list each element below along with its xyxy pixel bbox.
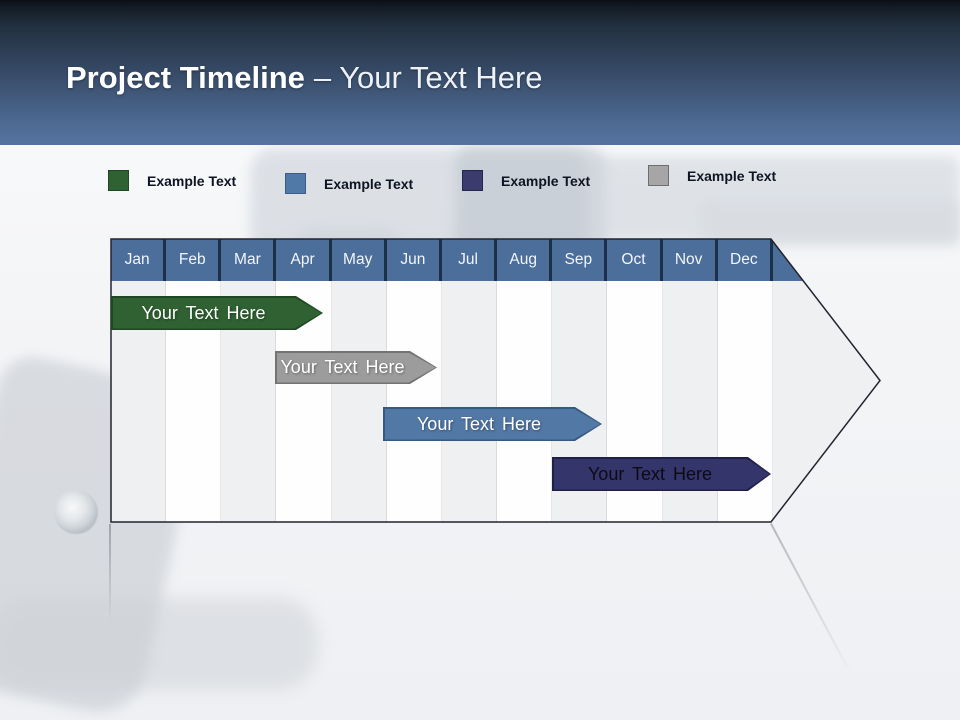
month-cell-jan[interactable]: Jan [111,239,167,281]
column-jan [111,281,167,522]
bar-label: Your Text Here [280,357,405,377]
timeline-bar-1[interactable]: Your Text Here [111,296,323,330]
month-cell-oct[interactable]: Oct [607,239,663,281]
timeline-arrow-body: Jan Feb Mar Apr May Jun Jul Aug Sep Oct … [111,239,880,522]
bar-arrow-fill [277,353,436,383]
legend-label: Example Text [147,172,237,189]
month-cell-jun[interactable]: Jun [387,239,442,281]
month-cell-aug[interactable]: Aug [497,239,553,281]
bar-arrow-fill [113,298,322,329]
month-cell-may[interactable]: May [332,239,387,281]
column-may [332,281,387,522]
timeline-bar-3[interactable]: Your Text Here [383,407,602,441]
legend-label: Example Text [501,172,591,189]
month-cell-nov[interactable]: Nov [663,239,718,281]
title-secondary: – Your Text Here [313,60,543,95]
title-primary: Project Timeline [66,60,305,95]
column-sep [552,281,608,522]
month-cell-mar[interactable]: Mar [221,239,277,281]
photo-grip-base-shape [0,598,318,690]
legend-swatch-gray [648,165,669,186]
bar-arrow-fill [385,409,601,440]
reflection-arrow-edge [770,523,853,676]
month-cell-sep[interactable]: Sep [552,239,608,281]
column-jul [442,281,498,522]
photo-screw-shape [54,490,98,534]
month-cell-dec[interactable]: Dec [718,239,773,281]
legend-item-2[interactable]: Example Text [285,173,413,194]
bar-label: Your Text Here [141,302,266,323]
month-cell-jul[interactable]: Jul [442,239,498,281]
header-band: Project Timeline– Your Text Here [0,0,960,145]
bar-label: Your Text Here [416,413,542,434]
legend-item-1[interactable]: Example Text [108,170,236,191]
legend-swatch-blue [285,173,306,194]
column-mar [221,281,277,522]
legend-item-3[interactable]: Example Text [462,170,590,191]
legend-item-4[interactable]: Example Text [648,165,776,186]
month-cell-apr[interactable]: Apr [276,239,332,281]
column-aug [497,281,553,522]
timeline-arrow-outline [110,238,881,523]
month-cell-feb[interactable]: Feb [166,239,222,281]
timeline-bar-4[interactable]: Your Text Here [552,457,771,491]
reflection-left-edge [109,524,111,622]
page-title[interactable]: Project Timeline– Your Text Here [66,60,543,96]
legend-label: Example Text [324,175,414,192]
month-header-band: Jan Feb Mar Apr May Jun Jul Aug Sep Oct … [111,239,880,281]
bar-label: Your Text Here [587,463,713,484]
timeline-bar-2[interactable]: Your Text Here [275,351,437,384]
column-jun [386,281,442,522]
legend-swatch-green [108,170,129,191]
timeline-arrow-container: Jan Feb Mar Apr May Jun Jul Aug Sep Oct … [110,238,882,523]
legend-swatch-navy [462,170,483,191]
bar-arrow-fill [554,459,770,490]
column-nov [663,281,718,522]
legend-label: Example Text [687,167,777,184]
